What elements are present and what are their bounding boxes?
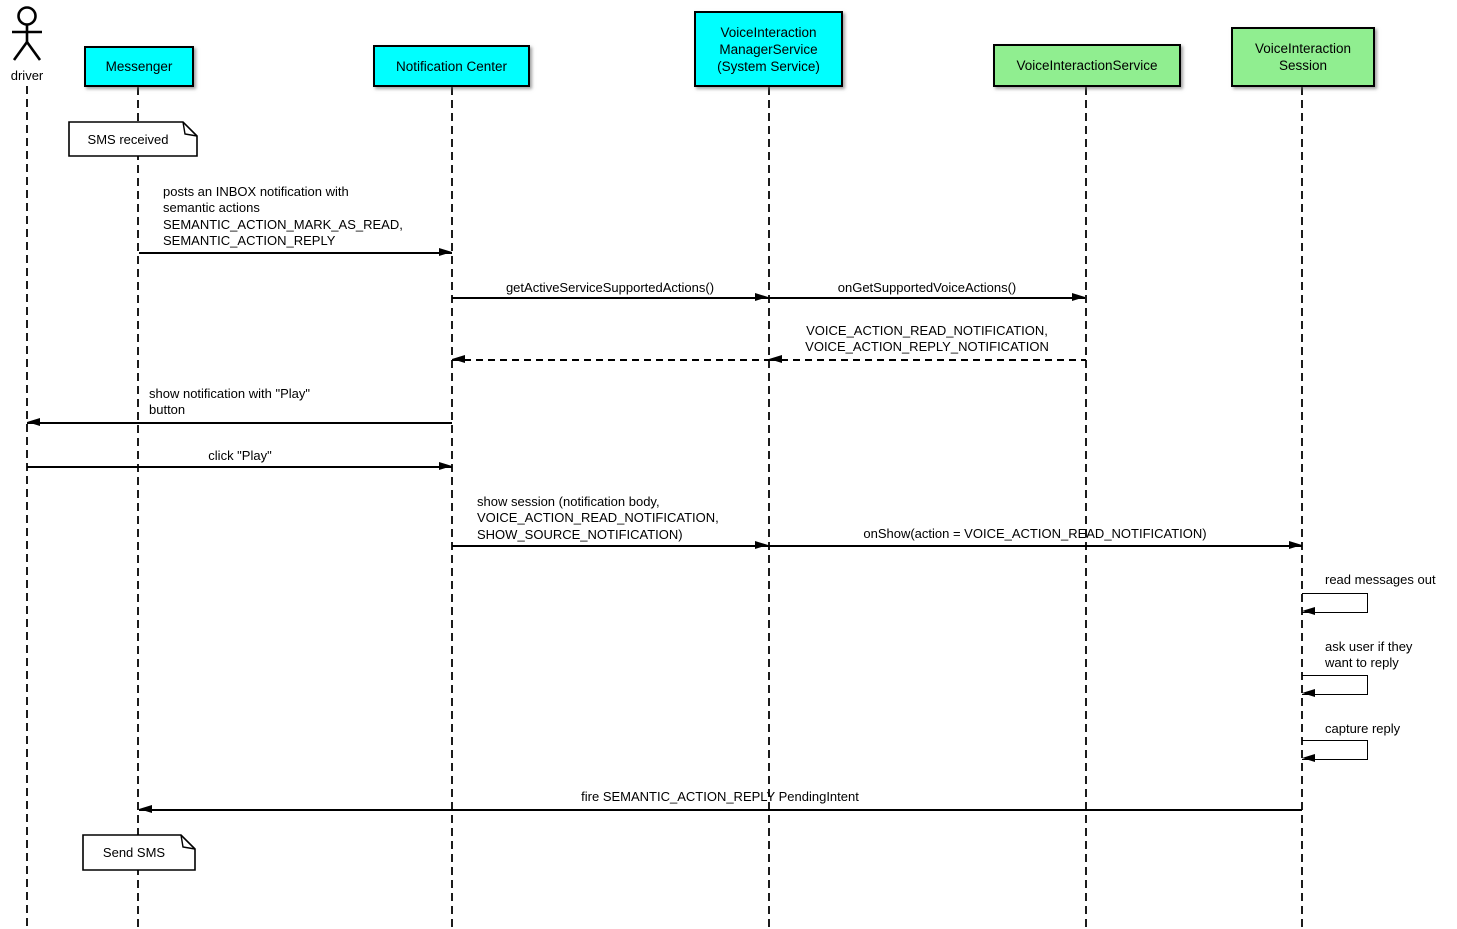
message-click-play-label: click "Play" (208, 448, 272, 463)
arrowhead-right-icon (755, 541, 768, 549)
self-message-capture-reply-label: capture reply (1325, 721, 1401, 736)
self-message-ask-user-reply-loop (1302, 675, 1368, 695)
arrowhead-left-icon (27, 418, 40, 426)
note-send-sms-label: Send SMS (102, 845, 166, 860)
arrowhead-left-icon (1302, 607, 1315, 615)
note-shape (82, 834, 196, 871)
message-show-session-line (452, 545, 768, 547)
message-show-session-label: show session (notification body, VOICE_A… (477, 494, 719, 542)
return-supported-actions-line-2 (452, 359, 769, 361)
arrowhead-left-icon (452, 355, 465, 363)
lifeline-notification-center (451, 87, 453, 929)
participant-voice-interaction-manager-service: VoiceInteraction ManagerService (System … (694, 11, 843, 87)
lifeline-voice-interaction-manager-service (768, 87, 770, 929)
participant-voice-interaction-service: VoiceInteractionService (993, 44, 1181, 87)
arrowhead-left-icon (769, 355, 782, 363)
self-message-read-messages-out-label: read messages out (1325, 572, 1436, 587)
message-click-play-line (27, 466, 452, 468)
message-on-get-supported-voice-actions-label: onGetSupportedVoiceActions() (837, 280, 1017, 295)
note-send-sms: Send SMS (82, 834, 196, 871)
message-post-inbox-line (139, 252, 452, 254)
arrowhead-right-icon (1072, 293, 1085, 301)
arrowhead-right-icon (1289, 541, 1302, 549)
message-fire-reply-line (139, 809, 1302, 811)
note-shape (68, 121, 198, 157)
self-message-read-messages-out-loop (1302, 593, 1368, 613)
note-sms-received: SMS received (68, 121, 198, 157)
participant-voice-interaction-manager-service-label: VoiceInteraction ManagerService (System … (717, 24, 820, 74)
lifeline-voice-interaction-session (1301, 87, 1303, 929)
actor-driver (8, 6, 46, 69)
note-sms-received-label: SMS received (87, 131, 169, 147)
lifeline-driver (26, 86, 28, 929)
return-supported-actions-label: VOICE_ACTION_READ_NOTIFICATION, VOICE_AC… (805, 323, 1049, 355)
lifeline-messenger (137, 87, 139, 929)
message-fire-reply-label: fire SEMANTIC_ACTION_REPLY PendingIntent (581, 789, 859, 804)
self-message-capture-reply-loop (1302, 740, 1368, 760)
actor-driver-label: driver (10, 68, 44, 83)
participant-notification-center: Notification Center (373, 45, 530, 87)
message-on-show-line (768, 545, 1302, 547)
lifeline-voice-interaction-service (1085, 87, 1087, 929)
arrowhead-left-icon (1302, 689, 1315, 697)
return-supported-actions-line (769, 359, 1086, 361)
arrowhead-left-icon (1302, 754, 1315, 762)
participant-voice-interaction-service-label: VoiceInteractionService (1016, 58, 1158, 73)
person-icon (12, 6, 42, 61)
message-get-active-service-supported-actions-line (452, 297, 768, 299)
arrowhead-right-icon (755, 293, 768, 301)
arrowhead-right-icon (439, 462, 452, 470)
self-message-ask-user-reply-label: ask user if they want to reply (1325, 639, 1413, 671)
participant-messenger: Messenger (84, 46, 194, 87)
message-on-show-label: onShow(action = VOICE_ACTION_READ_NOTIFI… (863, 526, 1207, 541)
participant-messenger-label: Messenger (105, 59, 173, 74)
message-show-notification-label: show notification with "Play" button (149, 386, 310, 418)
message-get-active-service-supported-actions-label: getActiveServiceSupportedActions() (505, 280, 715, 295)
message-show-notification-line (27, 422, 452, 424)
arrowhead-right-icon (439, 248, 452, 256)
message-post-inbox-label: posts an INBOX notification with semanti… (163, 184, 403, 248)
message-on-get-supported-voice-actions-line (768, 297, 1085, 299)
participant-notification-center-label: Notification Center (395, 58, 508, 74)
participant-voice-interaction-session: VoiceInteraction Session (1231, 27, 1375, 87)
participant-voice-interaction-session-label: VoiceInteraction Session (1254, 41, 1352, 73)
arrowhead-left-icon (139, 805, 152, 813)
